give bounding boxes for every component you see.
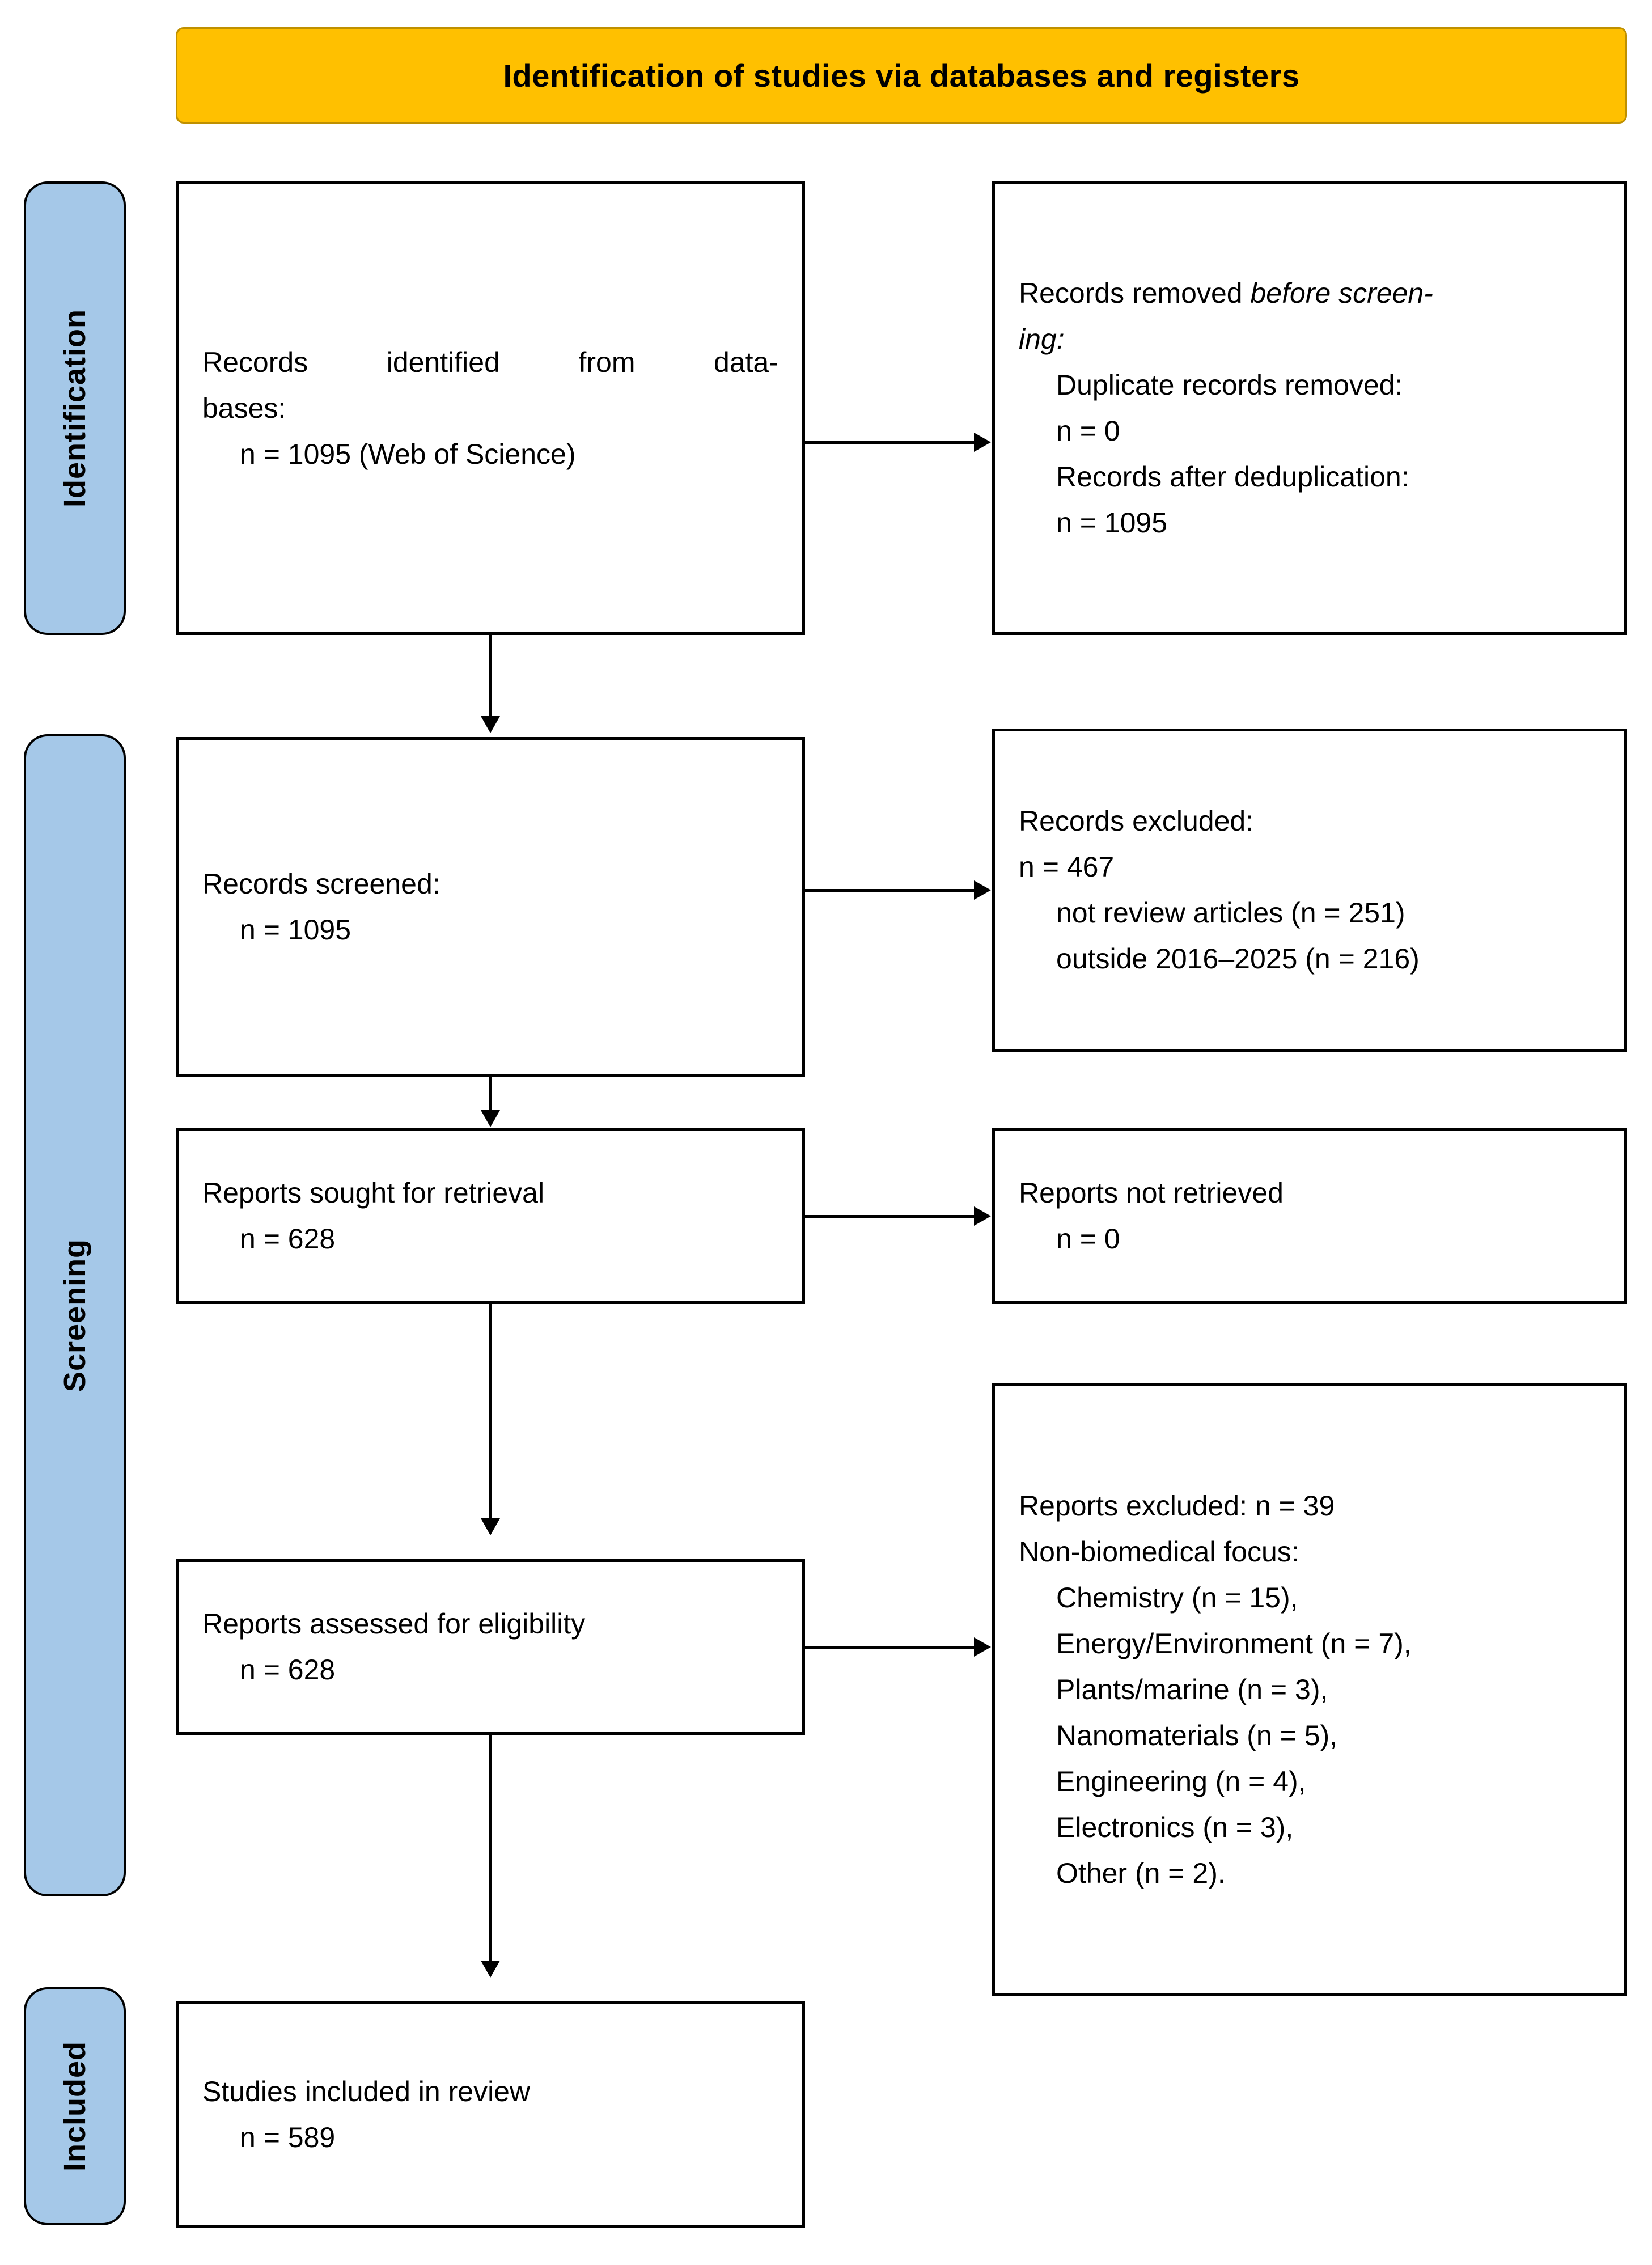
node-records-screened: Records screened: n = 1095 [176,737,805,1077]
studies-included-count: n = 589 [240,2122,336,2153]
records-identified-line1: Records identified from data- [202,346,778,378]
arrow-sought-to-assessed [481,1518,500,1535]
reports-sought-count: n = 628 [240,1223,336,1255]
connector-screened-to-sought [489,1077,492,1111]
reports-excluded-other: Other (n = 2). [1056,1857,1226,1889]
phase-label-identification-text: Identification [58,309,92,507]
records-removed-line1-italic: before screen- [1250,277,1433,309]
node-studies-included-in-review: Studies included in review n = 589 [176,2001,805,2228]
arrow-assessed-to-reports-excluded [974,1637,991,1657]
arrow-sought-to-not-retrieved [974,1206,991,1226]
connector-identified-to-screened [489,635,492,717]
records-screened-count: n = 1095 [240,914,351,946]
records-removed-line1: Records removed before screen- [1019,270,1600,316]
reports-assessed-label: Reports assessed for eligibility [202,1608,586,1640]
records-excluded-count: n = 467 [1019,851,1115,883]
reports-excluded-plants-marine: Plants/marine (n = 3), [1056,1673,1328,1705]
reports-excluded-chemistry: Chemistry (n = 15), [1056,1581,1298,1614]
page-title: Identification of studies via databases … [503,57,1300,94]
duplicate-records-removed-label: Duplicate records removed: [1056,369,1403,401]
phase-label-included-text: Included [58,2040,92,2172]
records-excluded-reason-outside-range: outside 2016–2025 (n = 216) [1056,943,1420,975]
node-reports-sought-for-retrieval: Reports sought for retrieval n = 628 [176,1128,805,1304]
records-identified-count: n = 1095 (Web of Science) [240,438,576,470]
duplicate-records-removed-count: n = 0 [1056,415,1120,447]
reports-not-retrieved-count: n = 0 [1056,1223,1120,1255]
reports-assessed-count: n = 628 [240,1654,336,1686]
node-records-identified: Records identified from data- bases: n =… [176,181,805,635]
connector-assessed-to-reports-excluded [805,1646,975,1649]
arrow-identified-to-removed [974,433,991,452]
arrow-identified-to-screened [481,716,500,733]
connector-identified-to-removed [805,441,975,444]
node-reports-assessed-for-eligibility: Reports assessed for eligibility n = 628 [176,1559,805,1735]
connector-screened-to-excluded [805,889,975,892]
records-removed-line2-italic: ing: [1019,323,1065,355]
records-screened-label: Records screened: [202,868,440,900]
records-removed-line2: ing: [1019,316,1600,362]
reports-excluded-reason-heading: Non-biomedical focus: [1019,1535,1299,1568]
phase-label-identification: Identification [24,181,126,635]
studies-included-label: Studies included in review [202,2076,531,2107]
reports-excluded-total: Reports excluded: n = 39 [1019,1489,1335,1522]
records-excluded-label: Records excluded: [1019,805,1254,837]
reports-excluded-nanomaterials: Nanomaterials (n = 5), [1056,1719,1338,1751]
records-identified-line2: bases: [202,392,286,424]
phase-label-included: Included [24,1987,126,2225]
connector-sought-to-not-retrieved [805,1215,975,1218]
records-after-dedup-count: n = 1095 [1056,507,1168,539]
reports-not-retrieved-label: Reports not retrieved [1019,1177,1284,1209]
connector-sought-to-assessed [489,1304,492,1519]
node-reports-excluded: Reports excluded: n = 39 Non-biomedical … [992,1383,1627,1996]
node-records-removed-before-screening: Records removed before screen- ing: Dupl… [992,181,1627,635]
records-after-dedup-label: Records after deduplication: [1056,461,1409,493]
node-records-excluded: Records excluded: n = 467 not review art… [992,729,1627,1052]
reports-sought-label: Reports sought for retrieval [202,1177,545,1209]
arrow-screened-to-sought [481,1110,500,1127]
records-excluded-reason-not-review: not review articles (n = 251) [1056,897,1405,929]
arrow-assessed-to-included [481,1961,500,1978]
connector-assessed-to-included [489,1735,492,1962]
phase-label-screening-text: Screening [58,1238,92,1392]
arrow-screened-to-excluded [974,880,991,900]
node-reports-not-retrieved: Reports not retrieved n = 0 [992,1128,1627,1304]
records-removed-line1-plain: Records removed [1019,277,1251,309]
reports-excluded-engineering: Engineering (n = 4), [1056,1765,1306,1797]
reports-excluded-energy-environment: Energy/Environment (n = 7), [1056,1627,1412,1659]
reports-excluded-electronics: Electronics (n = 3), [1056,1811,1294,1843]
diagram-header-banner: Identification of studies via databases … [176,27,1627,124]
phase-label-screening: Screening [24,734,126,1896]
